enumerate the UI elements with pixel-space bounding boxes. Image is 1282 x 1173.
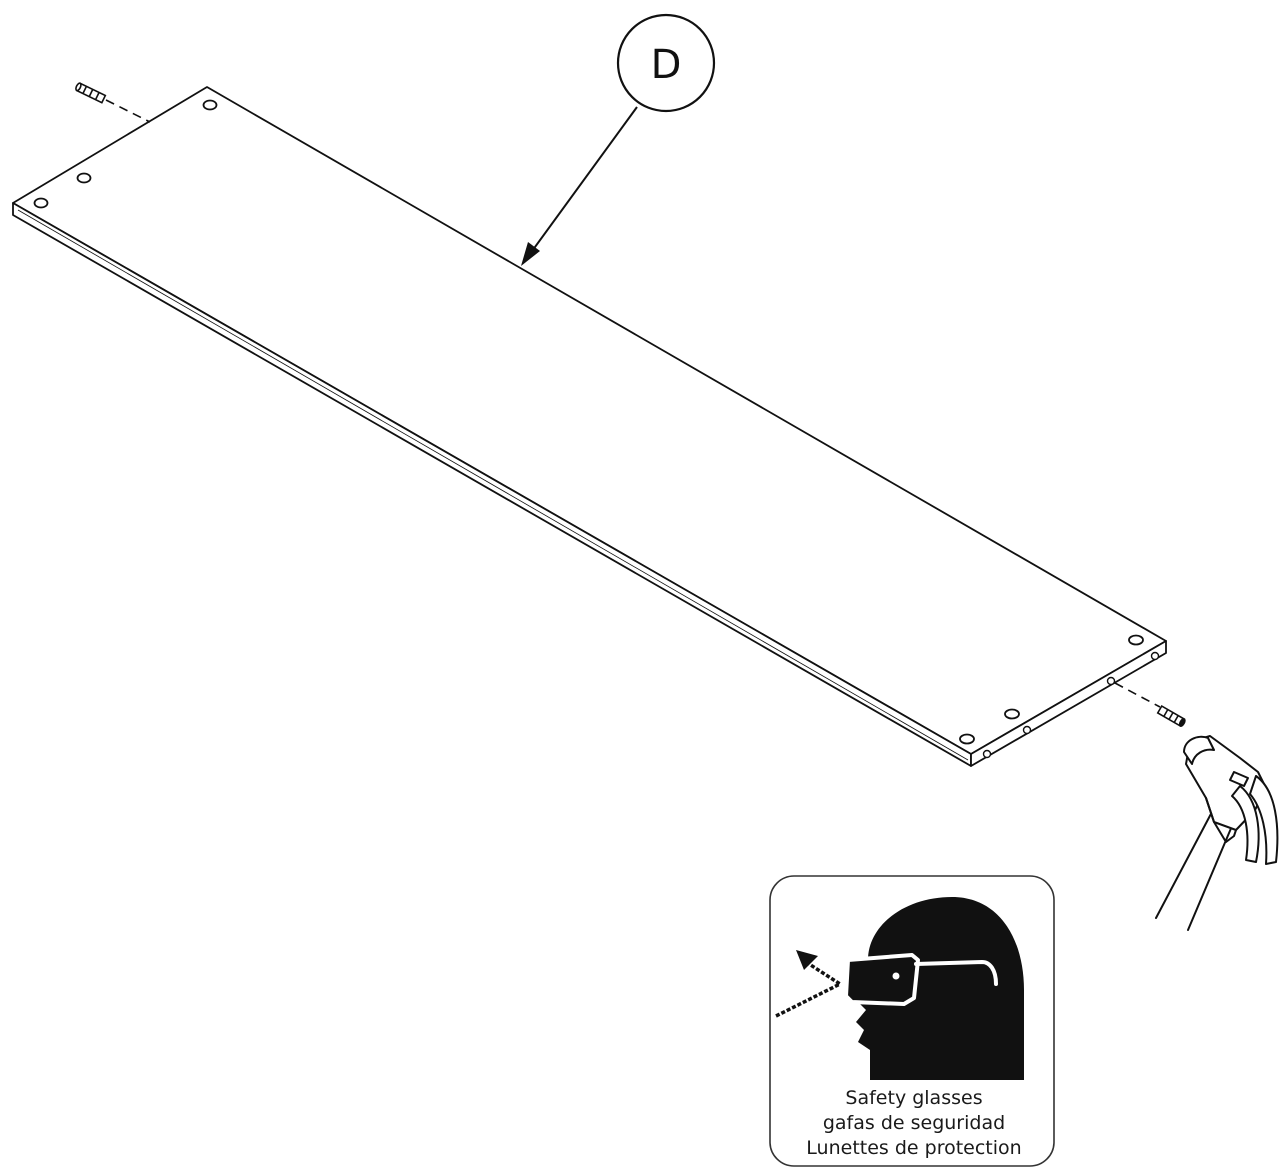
callout-arrowhead	[521, 242, 540, 266]
board-top-face	[12, 86, 1167, 755]
shelf-board	[12, 86, 1167, 767]
board-hole	[33, 197, 49, 209]
callout-leader-line	[526, 106, 638, 259]
hammer-claw-inner	[1231, 785, 1260, 863]
glasses-frame	[844, 953, 920, 1006]
safety-notice: Safety glasses gafas de seguridad Lunett…	[769, 875, 1055, 1167]
safety-caption-en: Safety glasses	[845, 1087, 982, 1109]
dowel-guide-line	[105, 99, 151, 123]
board-end-edge	[970, 640, 1167, 767]
wooden-dowel-pin-icon	[1114, 682, 1186, 728]
glasses-temple	[914, 959, 998, 986]
hammer-neck	[1205, 797, 1237, 843]
board-hole	[1128, 634, 1144, 646]
board-hole	[959, 733, 975, 745]
part-callout: D	[521, 13, 716, 266]
safety-caption-es: gafas de seguridad	[823, 1112, 1005, 1134]
hammer-eye	[1229, 771, 1249, 787]
board-hole	[202, 99, 218, 111]
lens-glint	[892, 972, 900, 980]
board-end-hole	[982, 749, 992, 759]
callout-label: D	[651, 42, 682, 88]
hammer-handle	[1155, 809, 1233, 931]
dowel-guide-line	[1114, 682, 1161, 708]
wooden-dowel-pin-icon	[75, 82, 151, 123]
callout-circle	[616, 13, 716, 113]
safety-caption-fr: Lunettes de protection	[806, 1137, 1021, 1159]
safety-glasses-pictogram-icon	[775, 897, 1024, 1080]
board-end-hole	[1106, 676, 1116, 686]
board-edge-line	[17, 209, 969, 761]
board-end-hole	[1022, 725, 1032, 735]
head-silhouette	[856, 897, 1024, 1080]
particle-path	[775, 960, 842, 1018]
board-hole	[1004, 708, 1020, 720]
claw-hammer-icon	[1155, 735, 1279, 931]
deflection-arrowhead	[796, 950, 818, 970]
hammer-face	[1183, 735, 1215, 765]
board-end-hole	[1150, 651, 1160, 661]
hammer-claw	[1249, 775, 1279, 865]
board-hole	[76, 172, 92, 184]
